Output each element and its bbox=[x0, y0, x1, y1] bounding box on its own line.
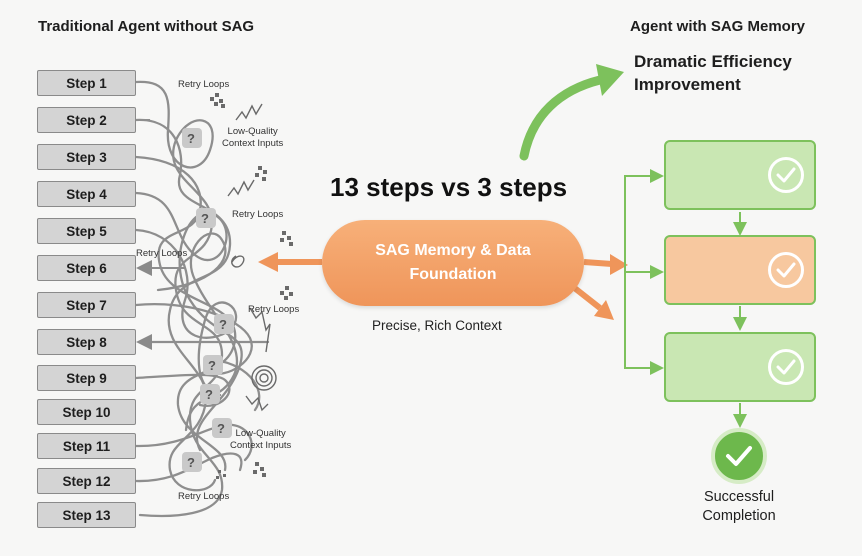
retry-loops-label: Retry Loops bbox=[178, 79, 230, 90]
sag-foundation-pill: SAG Memory & Data Foundation bbox=[322, 220, 584, 306]
svg-text:?: ? bbox=[205, 387, 213, 402]
completion-line-1: Successful bbox=[703, 489, 775, 505]
squiggle-icons bbox=[227, 103, 277, 412]
retry-loops-label: Retry Loops bbox=[248, 304, 300, 315]
check-icon bbox=[768, 252, 804, 288]
step-9: Step 9 bbox=[37, 365, 136, 391]
svg-text:?: ? bbox=[219, 317, 227, 332]
step-6: Step 6 bbox=[37, 255, 136, 281]
efficiency-text: Dramatic Efficiency Improvement bbox=[634, 50, 792, 96]
step-2: Step 2 bbox=[37, 107, 136, 133]
left-title: Traditional Agent without SAG bbox=[38, 18, 255, 35]
step-4: Step 4 bbox=[37, 181, 136, 207]
svg-text:?: ? bbox=[208, 358, 216, 373]
efficiency-line-2: Improvement bbox=[634, 75, 741, 94]
orange-arrows bbox=[258, 252, 628, 320]
right-title: Agent with SAG Memory bbox=[630, 18, 806, 35]
step-8: Step 8 bbox=[37, 329, 136, 355]
svg-text:?: ? bbox=[187, 131, 195, 146]
retry-loops-label: Retry Loops bbox=[178, 491, 230, 502]
comparison-headline: 13 steps vs 3 steps bbox=[330, 172, 568, 202]
sag-step-box-3 bbox=[664, 332, 816, 402]
step-10: Step 10 bbox=[37, 399, 136, 425]
svg-text:?: ? bbox=[187, 455, 195, 470]
step-11: Step 11 bbox=[37, 433, 136, 459]
step-7: Step 7 bbox=[37, 292, 136, 318]
efficiency-arrow bbox=[519, 64, 624, 161]
pill-line-1: SAG Memory & Data bbox=[375, 242, 531, 259]
question-bubbles: ? ? ? ? ? ? ? bbox=[182, 128, 234, 472]
step-3: Step 3 bbox=[37, 144, 136, 170]
low-quality-label: Low-Quality Context Inputs bbox=[230, 428, 292, 451]
check-icon bbox=[768, 157, 804, 193]
noise-icons bbox=[210, 93, 293, 479]
pill-subtitle: Precise, Rich Context bbox=[372, 318, 502, 333]
completion-line-2: Completion bbox=[702, 508, 776, 524]
green-flow bbox=[624, 169, 747, 428]
efficiency-line-1: Dramatic Efficiency bbox=[634, 52, 792, 71]
sag-step-box-1 bbox=[664, 140, 816, 210]
completion-label: Successful Completion bbox=[680, 488, 798, 526]
retry-loops-label: Retry Loops bbox=[136, 248, 188, 259]
svg-text:?: ? bbox=[217, 421, 225, 436]
check-icon bbox=[768, 349, 804, 385]
retry-loops-label: Retry Loops bbox=[232, 209, 284, 220]
svg-text:?: ? bbox=[201, 211, 209, 226]
step-5: Step 5 bbox=[37, 218, 136, 244]
step-12: Step 12 bbox=[37, 468, 136, 494]
pill-line-2: Foundation bbox=[409, 266, 497, 283]
success-check-icon bbox=[711, 428, 767, 484]
low-quality-label: Low-Quality Context Inputs bbox=[222, 126, 284, 149]
step-13: Step 13 bbox=[37, 502, 136, 528]
step-1: Step 1 bbox=[37, 70, 136, 96]
sag-step-box-2 bbox=[664, 235, 816, 305]
